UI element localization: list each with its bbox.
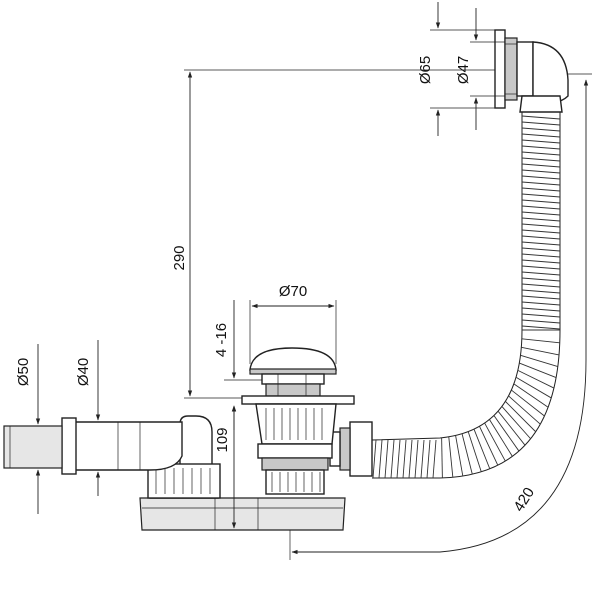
rib-line xyxy=(372,439,377,479)
rib-line xyxy=(517,369,555,389)
rib-line xyxy=(521,259,561,264)
rib-line xyxy=(521,229,561,234)
rib-line xyxy=(521,163,561,168)
rib-line xyxy=(521,187,561,192)
dim-d47-label: Ø47 xyxy=(455,56,472,84)
dim-d65-label: Ø65 xyxy=(417,56,434,84)
rib-line xyxy=(521,247,561,252)
dim-290-label: 290 xyxy=(171,245,188,270)
rib-line xyxy=(519,362,557,379)
rib-line xyxy=(521,181,561,186)
rib-line xyxy=(396,439,401,479)
dim-420: 420 xyxy=(289,73,592,560)
rib-line xyxy=(521,235,561,240)
rib-line xyxy=(521,283,561,288)
rib-line xyxy=(521,277,561,282)
elbow-ribs xyxy=(155,468,211,494)
rib-line xyxy=(521,223,561,228)
outlet-valve xyxy=(241,347,355,495)
rib-line xyxy=(521,205,561,210)
dim-d50: Ø50 xyxy=(15,344,58,514)
rib-line xyxy=(521,115,561,120)
rib-line xyxy=(521,253,561,258)
rib-line xyxy=(420,439,425,479)
rib-line xyxy=(520,354,558,367)
rib-line xyxy=(521,133,561,138)
rib-line xyxy=(408,439,413,479)
rib-line xyxy=(521,289,561,294)
rib-line xyxy=(521,139,561,144)
dim-109-label: 109 xyxy=(214,427,231,452)
rib-line xyxy=(521,313,561,318)
trap-base xyxy=(139,497,346,531)
rib-line xyxy=(521,211,561,216)
dim-d40: Ø40 xyxy=(75,340,116,496)
rib-line xyxy=(473,428,491,469)
rib-line xyxy=(521,295,561,300)
rib-line xyxy=(521,338,560,344)
rib-line xyxy=(521,271,561,276)
rib-line xyxy=(432,439,437,479)
rib-line xyxy=(521,325,561,330)
outlet-pipe xyxy=(3,415,221,499)
rib-line xyxy=(521,175,561,180)
rib-line xyxy=(402,439,407,479)
rib-line xyxy=(426,439,431,479)
rib-line xyxy=(521,121,561,126)
dim-d40-label: Ø40 xyxy=(75,358,92,386)
rib-line xyxy=(521,169,561,174)
rib-line xyxy=(441,437,443,478)
rib-line xyxy=(390,439,395,479)
hose-ribs xyxy=(372,115,561,479)
dim-420-label: 420 xyxy=(510,484,538,514)
rib-line xyxy=(378,439,383,479)
rib-line xyxy=(414,439,419,479)
rib-line xyxy=(479,426,499,466)
rib-line xyxy=(515,376,552,399)
rib-line xyxy=(521,241,561,246)
dim-d50-label: Ø50 xyxy=(15,358,32,386)
rib-line xyxy=(521,307,561,312)
rib-line xyxy=(521,193,561,198)
rib-line xyxy=(521,127,561,132)
dim-d70-label: Ø70 xyxy=(279,283,307,300)
rib-line xyxy=(521,217,561,222)
hose-connector xyxy=(329,421,373,477)
rib-line xyxy=(521,346,560,356)
overflow-head xyxy=(494,29,569,113)
rib-line xyxy=(521,151,561,156)
rib-line xyxy=(521,199,561,204)
dim-4-16-label: 4 -16 xyxy=(213,323,230,357)
rib-line xyxy=(521,265,561,270)
rib-line xyxy=(384,439,389,479)
rib-line xyxy=(521,157,561,162)
dim-290: 290 xyxy=(171,69,495,399)
rib-line xyxy=(521,319,561,324)
rib-line xyxy=(455,435,464,477)
dim-109: 109 xyxy=(214,405,244,531)
rib-line xyxy=(448,436,454,478)
rib-line xyxy=(521,145,561,150)
corrugated-hose xyxy=(371,112,561,479)
rib-line xyxy=(521,301,561,306)
